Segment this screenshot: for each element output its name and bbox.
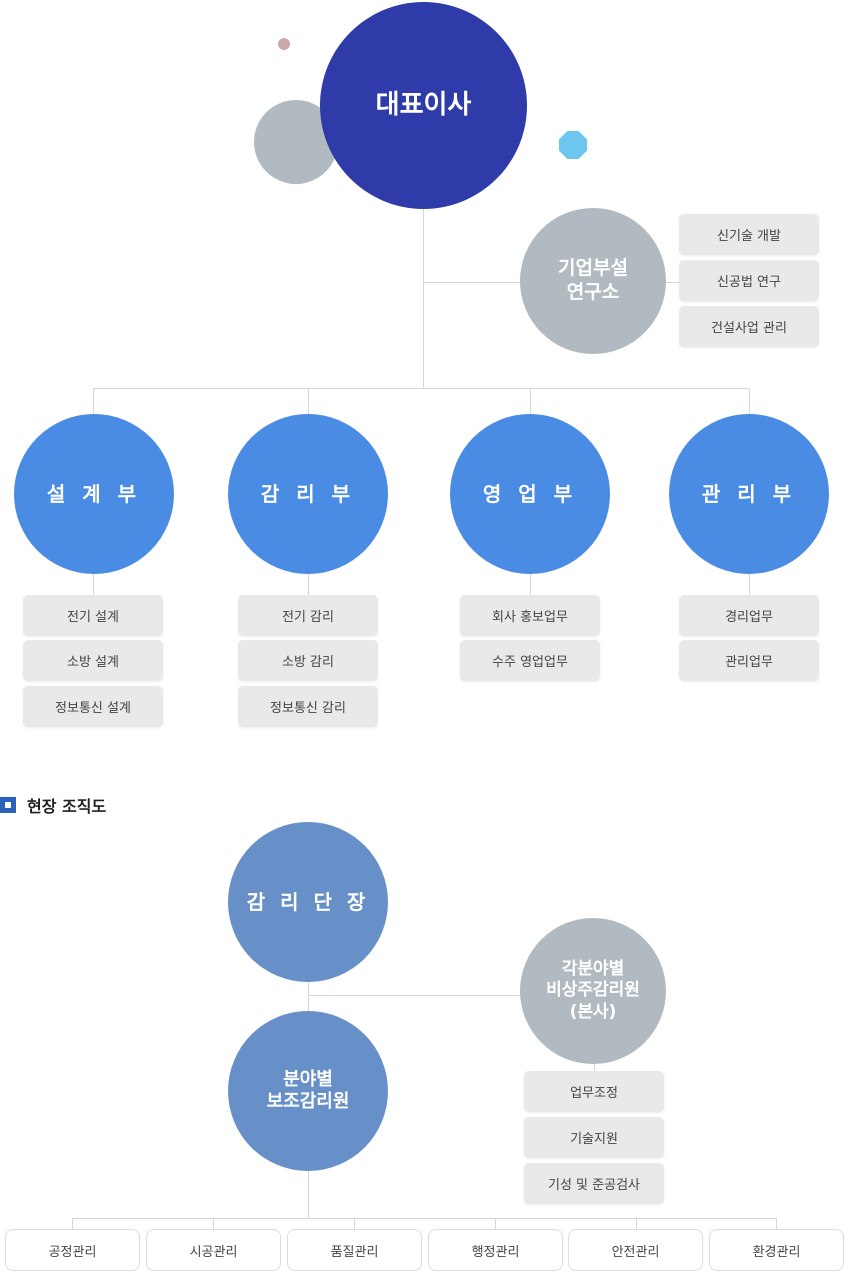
hq-supervisor-node: 각분야별 비상주감리원 (본사) xyxy=(520,918,666,1064)
line-dept-4-items xyxy=(749,570,750,598)
management-area-box: 안전관리 xyxy=(568,1229,703,1271)
management-area-box: 환경관리 xyxy=(709,1229,844,1271)
accent-dot xyxy=(278,38,290,50)
line-lab-to-items xyxy=(664,282,680,283)
line-bottom-row xyxy=(72,1218,776,1219)
line-bottom-4 xyxy=(495,1218,496,1230)
line-dept-3-items xyxy=(530,570,531,598)
lab-label: 기업부설 연구소 xyxy=(558,257,628,303)
department-item: 수주 영업업무 xyxy=(460,640,600,681)
lab-item: 신기술 개발 xyxy=(679,214,819,255)
line-bottom-5 xyxy=(636,1218,637,1230)
ceo-node: 대표이사 xyxy=(320,2,527,209)
department-item: 정보통신 감리 xyxy=(238,686,378,727)
ceo-label: 대표이사 xyxy=(375,90,472,121)
department-node-design: 설 계 부 xyxy=(14,414,174,574)
line-ceo-down xyxy=(423,205,424,388)
department-node-management: 관 리 부 xyxy=(669,414,829,574)
section-title: 현장 조직도 xyxy=(27,797,107,816)
line-bottom-1 xyxy=(72,1218,73,1230)
line-departments xyxy=(93,388,750,389)
line-bottom-3 xyxy=(354,1218,355,1230)
department-item: 경리업무 xyxy=(679,595,819,636)
line-dept-4 xyxy=(749,388,750,418)
line-to-hq xyxy=(308,995,522,996)
line-assistant-down xyxy=(308,1168,309,1218)
line-dept-3 xyxy=(530,388,531,418)
line-dept-2 xyxy=(308,388,309,418)
line-dept-1 xyxy=(93,388,94,418)
lab-node: 기업부설 연구소 xyxy=(520,208,666,354)
department-item: 회사 홍보업무 xyxy=(460,595,600,636)
hq-item: 기술지원 xyxy=(524,1117,664,1158)
square-bullet-icon xyxy=(0,797,16,813)
management-area-box: 공정관리 xyxy=(5,1229,140,1271)
line-dept-2-items xyxy=(308,570,309,598)
lab-item: 건설사업 관리 xyxy=(679,306,819,347)
hq-item: 기성 및 준공검사 xyxy=(524,1163,664,1204)
cyan-hexagon xyxy=(559,131,587,159)
line-bottom-2 xyxy=(213,1218,214,1230)
department-item: 전기 감리 xyxy=(238,595,378,636)
department-node-supervision: 감 리 부 xyxy=(228,414,388,574)
assistant-supervisor-node: 분야별 보조감리원 xyxy=(228,1011,388,1171)
line-hq-items xyxy=(594,1062,595,1072)
department-item: 정보통신 설계 xyxy=(23,686,163,727)
section-heading: 현장 조직도 xyxy=(0,793,106,817)
department-item: 관리업무 xyxy=(679,640,819,681)
management-area-box: 행정관리 xyxy=(428,1229,563,1271)
department-item: 소방 설계 xyxy=(23,640,163,681)
line-bottom-6 xyxy=(776,1218,777,1230)
lab-item: 신공법 연구 xyxy=(679,260,819,301)
management-area-box: 시공관리 xyxy=(146,1229,281,1271)
department-node-sales: 영 업 부 xyxy=(450,414,610,574)
hq-item: 업무조정 xyxy=(524,1071,664,1112)
department-item: 소방 감리 xyxy=(238,640,378,681)
department-item: 전기 설계 xyxy=(23,595,163,636)
line-head-down xyxy=(308,978,309,1014)
line-dept-1-items xyxy=(93,570,94,598)
management-area-box: 품질관리 xyxy=(287,1229,422,1271)
supervision-head-node: 감 리 단 장 xyxy=(228,822,388,982)
line-to-lab xyxy=(423,282,523,283)
